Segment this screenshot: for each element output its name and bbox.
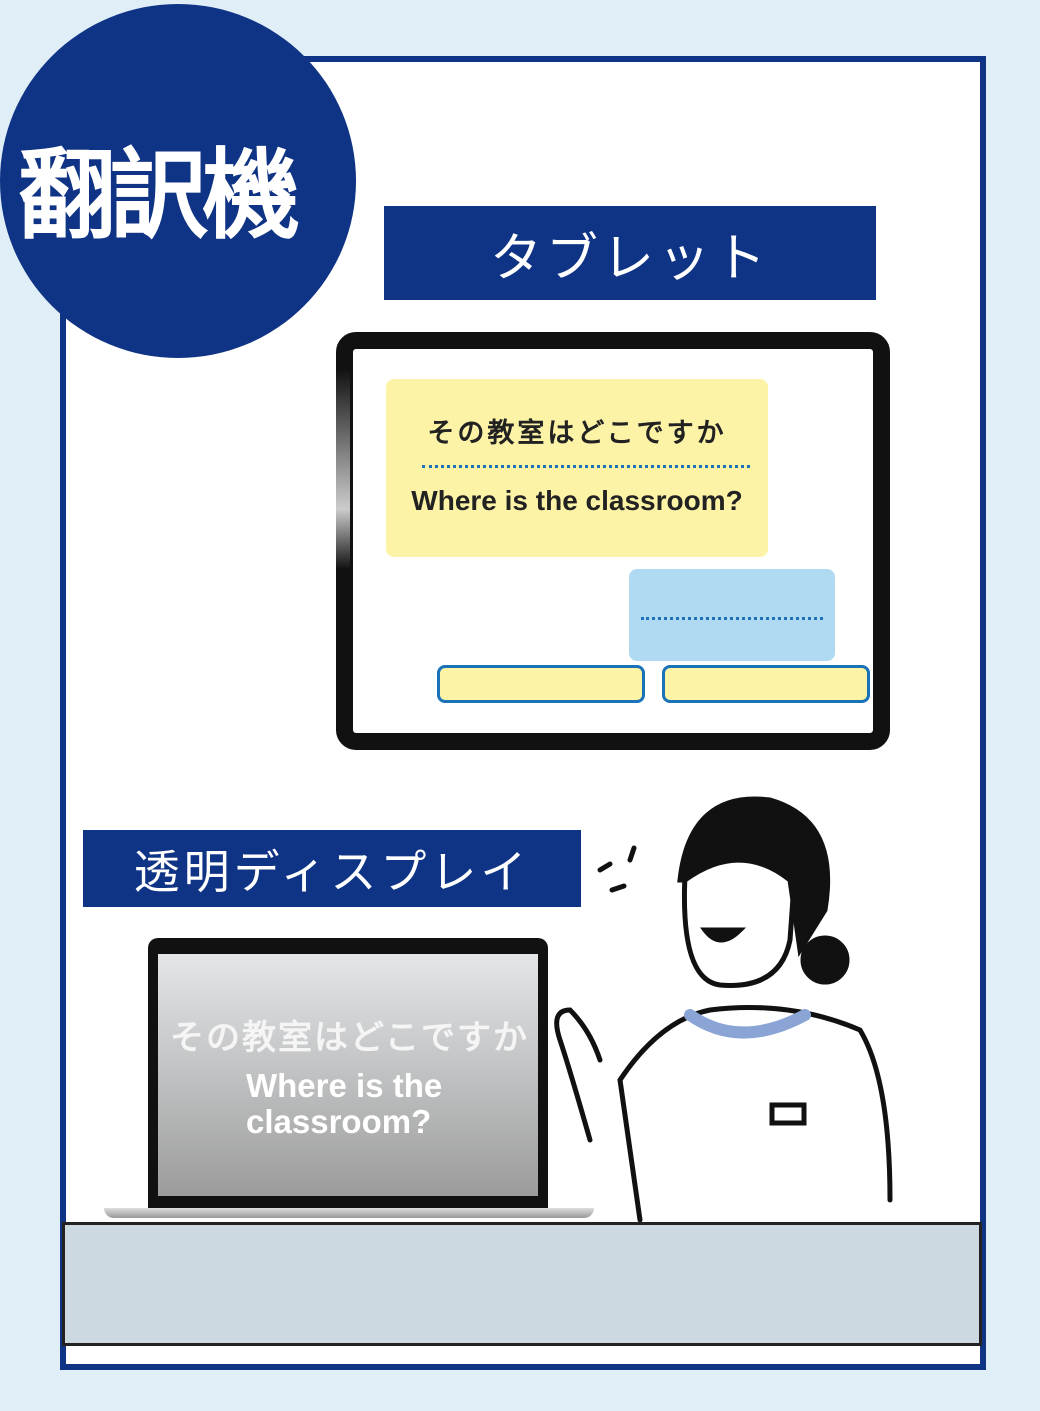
tablet-shine: [336, 369, 350, 569]
english-line-1: Where is the: [246, 1067, 443, 1104]
shirt: [617, 1005, 893, 1223]
display-screen: その教室はどこですか Where is the classroom?: [158, 954, 538, 1196]
hair-bun: [800, 935, 850, 985]
title-badge: 翻訳機: [0, 4, 356, 358]
counter: [62, 1222, 982, 1346]
english-line-2: classroom?: [246, 1103, 432, 1140]
translation-bubble: その教室はどこですか Where is the classroom?: [386, 379, 768, 557]
tablet-button-left[interactable]: [437, 665, 645, 703]
tablet-label: タブレット: [384, 206, 876, 300]
reply-bubble: [629, 569, 835, 661]
japanese-text: その教室はどこですか: [170, 1018, 529, 1058]
hair: [677, 796, 831, 958]
tablet: その教室はどこですか Where is the classroom?: [336, 332, 890, 750]
divider: [641, 617, 823, 620]
english-text: Where is the classroom?: [411, 485, 743, 516]
speech-lines: [597, 845, 637, 893]
transparent-display-label: 透明ディスプレイ: [83, 830, 581, 907]
japanese-text: その教室はどこですか: [427, 418, 727, 449]
english-text: Where is the classroom?: [246, 1068, 442, 1140]
name-tag: [769, 1102, 807, 1126]
title: 翻訳機: [18, 139, 300, 253]
collar: [684, 1009, 811, 1039]
staff-person-illustration: [554, 796, 893, 1223]
display-base: [104, 1208, 594, 1218]
divider: [422, 465, 750, 468]
mouth: [699, 927, 747, 943]
hand: [554, 1007, 603, 1143]
tablet-button-right[interactable]: [662, 665, 870, 703]
face: [681, 853, 798, 988]
transparent-display: その教室はどこですか Where is the classroom?: [148, 938, 548, 1210]
